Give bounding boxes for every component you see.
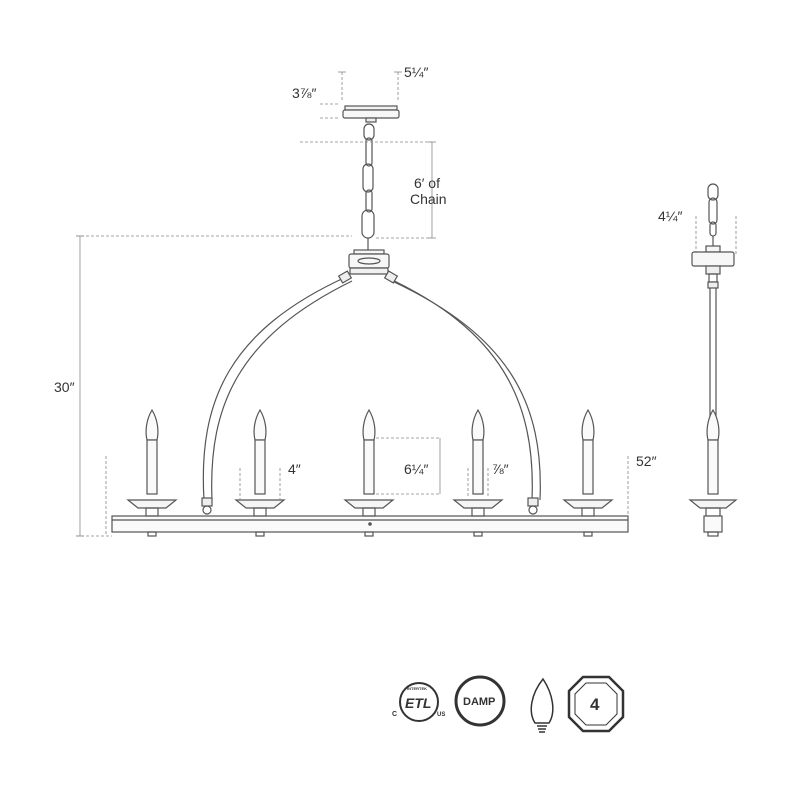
dimension-labels: 5¼″ 3⅞″ 6′ of Chain 30″ 52″ 6¼″ 4″ ⅞″ 4¼… — [54, 64, 682, 477]
chain-length-label-line2: Chain — [410, 191, 447, 207]
bulb-count-text: 4 — [590, 695, 600, 714]
candelabra-bulb-icon — [530, 677, 554, 733]
center-hub — [348, 249, 390, 275]
canopy — [342, 105, 400, 123]
chain — [361, 123, 375, 254]
canopy-height-label: 3⅞″ — [292, 85, 316, 101]
candle-1 — [126, 408, 178, 537]
etl-mark-text: ETL — [405, 695, 431, 711]
canopy-width-label: 5¼″ — [404, 64, 428, 80]
damp-rated-icon: DAMP — [454, 675, 506, 727]
arms — [201, 270, 541, 515]
front-view — [111, 105, 629, 537]
candle-2 — [234, 408, 286, 537]
damp-rating-text: DAMP — [463, 696, 495, 708]
side-view — [688, 183, 738, 537]
dimension-lines — [76, 71, 737, 537]
etl-us-text: US — [437, 712, 445, 718]
overall-width-label: 52″ — [636, 453, 657, 469]
etl-c-text: C — [392, 711, 397, 718]
candle-height-label: 6¼″ — [404, 461, 428, 477]
overall-height-label: 30″ — [54, 379, 75, 395]
etl-intertek-text: INTERTEK — [407, 686, 427, 691]
side-depth-label: 4¼″ — [658, 208, 682, 224]
bulb-count-icon: 4 — [567, 675, 625, 733]
bobeche-width-label: 4″ — [288, 461, 301, 477]
candle-3 — [343, 408, 395, 537]
bottom-bar — [111, 515, 629, 533]
chain-length-label-line1: 6′ of — [414, 175, 440, 191]
candle-5 — [562, 408, 614, 537]
candle-4 — [452, 408, 504, 537]
etl-listed-icon: ETL INTERTEK C US — [392, 682, 445, 722]
certification-icons: ETL INTERTEK C US DAMP 4 — [392, 675, 625, 733]
candle-width-label: ⅞″ — [492, 461, 509, 477]
